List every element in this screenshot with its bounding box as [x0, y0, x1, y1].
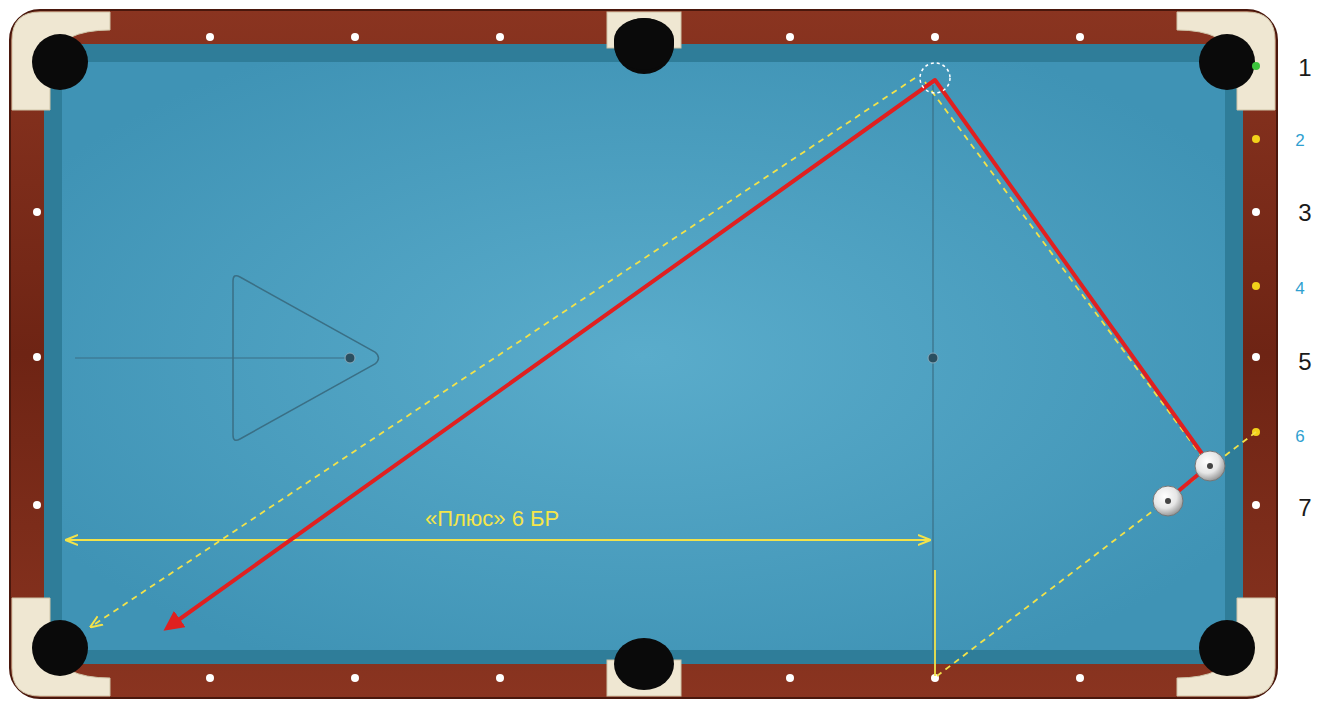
distance-label: «Плюс» 6 БР	[425, 508, 559, 530]
diamond-number: 5	[1298, 350, 1311, 374]
diamond-number: 7	[1298, 496, 1311, 520]
diamond-number: 6	[1295, 428, 1304, 445]
diamond-number: 1	[1298, 56, 1311, 80]
diamond-number: 3	[1298, 201, 1311, 225]
diamond-number: 4	[1295, 280, 1304, 297]
diamond-number: 2	[1295, 132, 1304, 149]
